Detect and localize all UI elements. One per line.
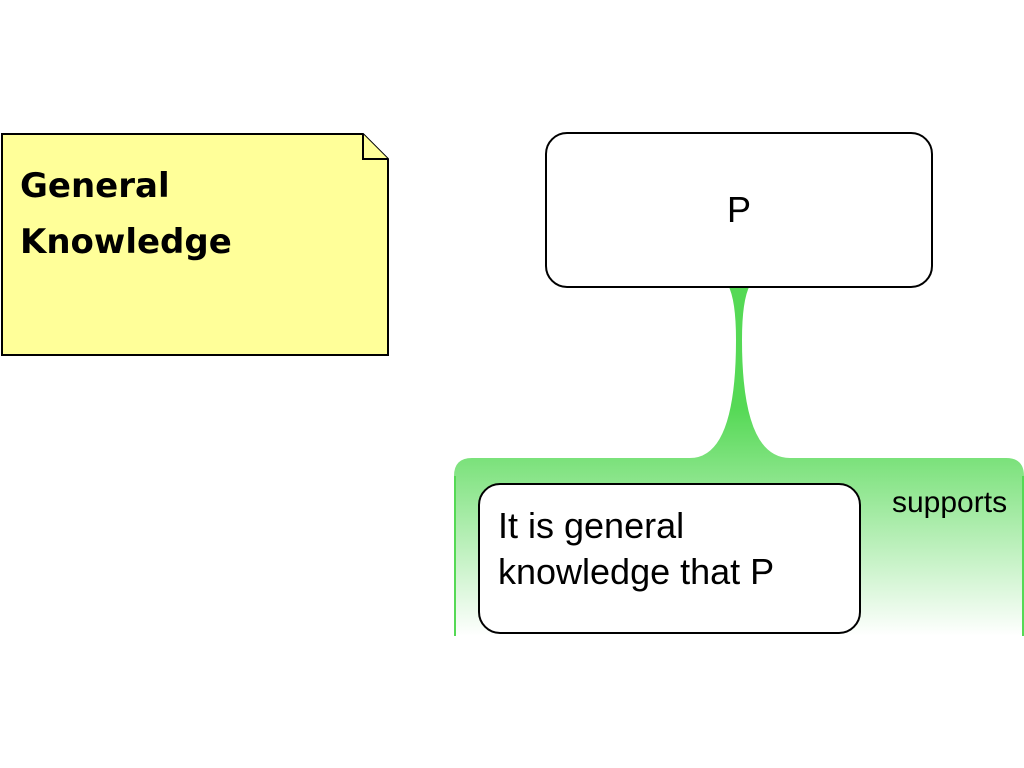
claim-box[interactable]: P <box>545 132 933 288</box>
note-title: General Knowledge <box>20 166 232 262</box>
premise-box[interactable]: It is general knowledge that P <box>478 483 861 634</box>
premise-text: It is general knowledge that P <box>498 505 775 592</box>
sticky-note[interactable] <box>0 132 392 358</box>
claim-text: P <box>726 189 751 230</box>
sticky-note-shape <box>1 133 389 356</box>
relation-label: supports <box>892 486 1008 519</box>
